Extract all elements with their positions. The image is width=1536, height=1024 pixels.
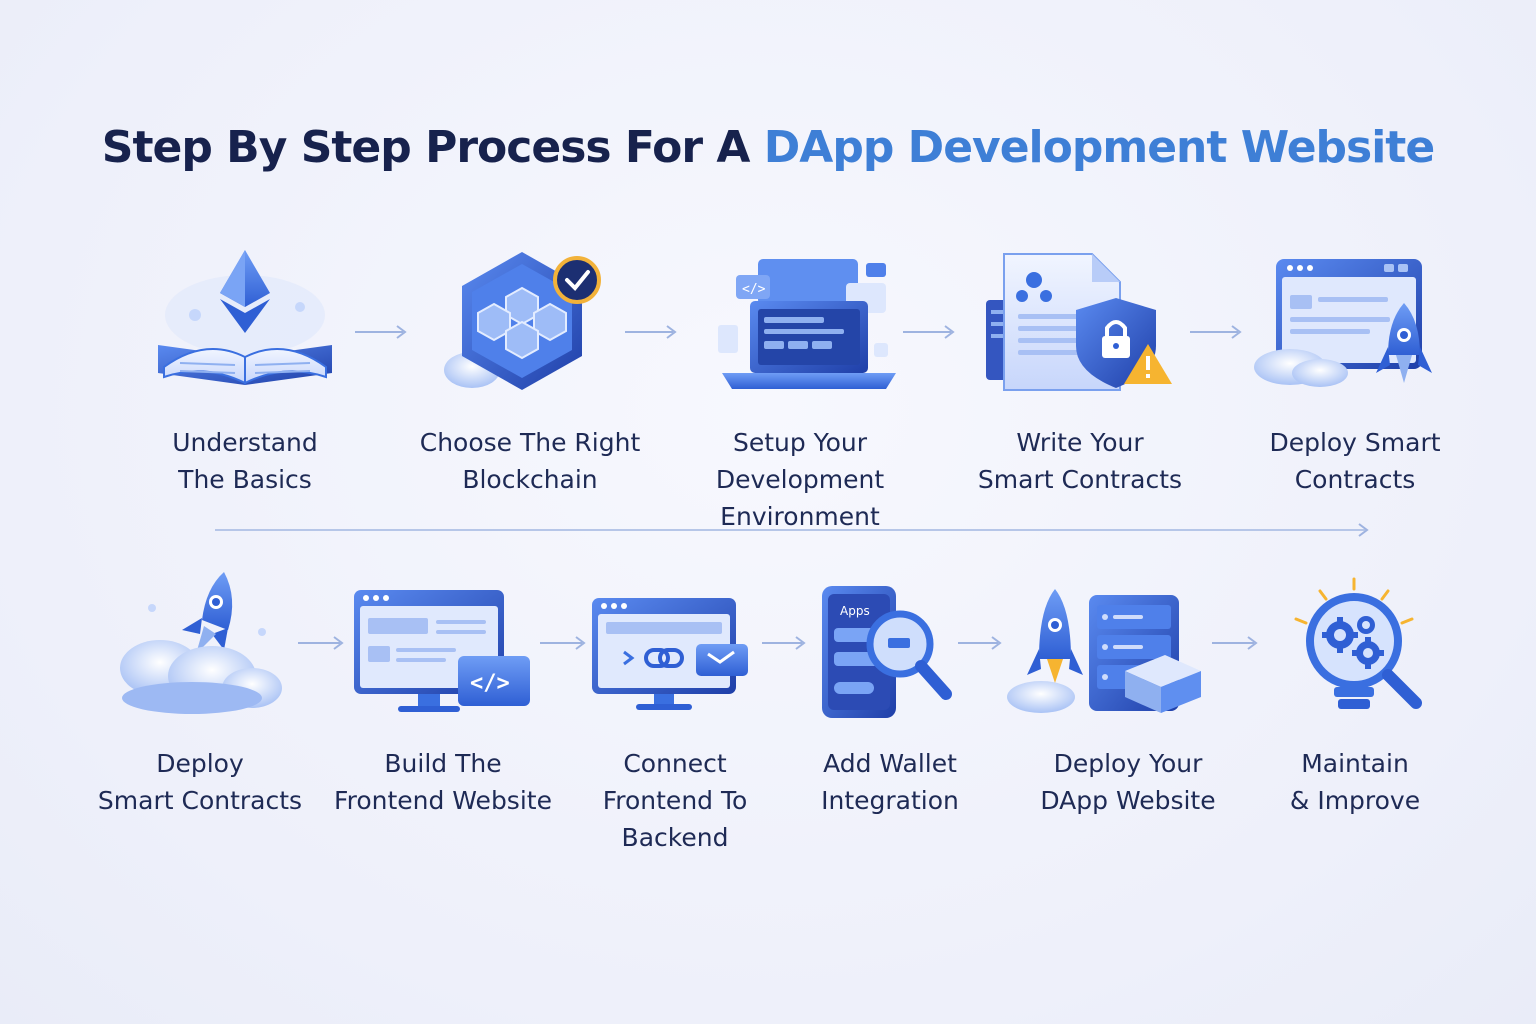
step-label: Deploy Your DApp Website xyxy=(1018,745,1238,819)
label-line: Backend xyxy=(621,823,729,852)
step-label: Deploy Smart Contracts xyxy=(1245,424,1465,498)
step-label: Build The Frontend Website xyxy=(325,745,561,819)
label-line: Deploy Smart xyxy=(1269,428,1441,457)
arrow-right-icon xyxy=(1212,636,1258,650)
arrow-right-icon xyxy=(355,325,407,339)
step-label: Write Your Smart Contracts xyxy=(960,424,1200,498)
label-line: Deploy Your xyxy=(1053,749,1203,778)
arrow-right-icon xyxy=(762,636,806,650)
label-line: Environment xyxy=(720,502,880,531)
arrow-right-icon xyxy=(298,636,344,650)
label-line: Build The xyxy=(384,749,502,778)
svg-text:</>: </> xyxy=(470,671,510,696)
step-label: Maintain & Improve xyxy=(1245,745,1465,819)
title-accent: DApp Development Website xyxy=(763,122,1435,173)
label-line: Smart Contracts xyxy=(97,786,303,815)
step-label: Add Wallet Integration xyxy=(780,745,1000,819)
label-line: The Basics xyxy=(178,465,312,494)
laptop-code-icon: </> xyxy=(718,259,896,389)
contract-shield-icon xyxy=(986,253,1172,391)
label-line: Understand xyxy=(172,428,318,457)
label-line: Write Your xyxy=(1016,428,1144,457)
arrow-right-icon xyxy=(1190,325,1242,339)
label-line: Connect xyxy=(623,749,727,778)
step-label: Deploy Smart Contracts xyxy=(90,745,310,819)
label-line: & Improve xyxy=(1289,786,1421,815)
title-main: Step By Step Process For A xyxy=(101,122,764,173)
arrow-right-icon xyxy=(958,636,1002,650)
rocket-cloud-icon xyxy=(120,572,282,714)
arrow-right-icon xyxy=(625,325,677,339)
label-line: Contracts xyxy=(1294,465,1416,494)
label-line: Choose The Right xyxy=(419,428,641,457)
svg-text:</>: </> xyxy=(742,282,766,297)
monitor-link-icon xyxy=(592,598,748,710)
label-line: Frontend Website xyxy=(334,786,552,815)
step-label: Choose The Right Blockchain xyxy=(410,424,650,498)
label-line: Smart Contracts xyxy=(977,465,1183,494)
label-line: Integration xyxy=(821,786,959,815)
open-book-ethereum-icon xyxy=(158,250,332,385)
browser-rocket-icon xyxy=(1254,259,1432,387)
arrow-right-icon xyxy=(540,636,586,650)
page-title: Step By Step Process For A DApp Developm… xyxy=(0,122,1536,173)
label-line: Frontend To xyxy=(602,786,748,815)
label-line: Development xyxy=(715,465,885,494)
label-line: Deploy xyxy=(156,749,244,778)
label-line: Maintain xyxy=(1301,749,1409,778)
step-label: Understand The Basics xyxy=(145,424,345,498)
label-line: Setup Your xyxy=(732,428,868,457)
label-line: DApp Website xyxy=(1040,786,1216,815)
step-label: Connect Frontend To Backend xyxy=(565,745,785,856)
row-connector-arrow-icon xyxy=(215,523,1369,537)
label-line: Blockchain xyxy=(462,465,598,494)
phone-apps-text: Apps xyxy=(840,604,870,618)
label-line: Add Wallet xyxy=(823,749,957,778)
blockchain-hexagon-icon xyxy=(444,252,601,390)
phone-magnifier-icon: Apps xyxy=(822,586,952,718)
server-rocket-icon xyxy=(1007,589,1201,713)
arrow-right-icon xyxy=(903,325,955,339)
monitor-code-icon: </> xyxy=(354,590,530,712)
gear-magnifier-icon xyxy=(1294,577,1422,709)
step-label: Setup Your Development Environment xyxy=(690,424,910,535)
